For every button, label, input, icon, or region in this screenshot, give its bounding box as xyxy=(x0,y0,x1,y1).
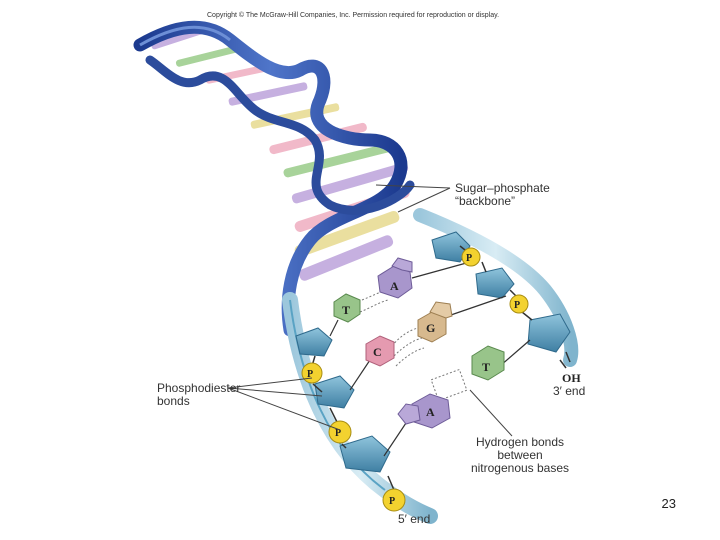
left-strand-sugars xyxy=(295,327,391,473)
label-phosphodiester-line1: Phosphodiester xyxy=(157,381,241,395)
right-strand-sugars xyxy=(431,231,571,353)
label-backbone-line1: Sugar–phosphate xyxy=(455,181,550,195)
copyright-notice: Copyright © The McGraw-Hill Companies, I… xyxy=(207,12,500,19)
base-label-a2: A xyxy=(426,405,435,419)
upper-helix-ribbon xyxy=(133,20,415,337)
phosphate-5: P xyxy=(382,488,406,512)
label-three-prime-end: 3′ end xyxy=(553,384,586,398)
label-hydrogen-bonds: Hydrogen bonds between nitrogenous bases xyxy=(462,436,578,475)
upper-helix-rungs xyxy=(151,25,410,281)
base-label-a1: A xyxy=(390,279,399,293)
base-connectors xyxy=(329,261,531,457)
page-number: 23 xyxy=(661,496,676,511)
label-hydrogen-line2: between xyxy=(497,448,543,462)
base-guanine: G xyxy=(417,301,453,343)
base-label-c: C xyxy=(373,345,382,359)
phosphate-label: P xyxy=(466,253,472,264)
phosphate-label: P xyxy=(389,496,395,507)
base-adenine-1: A xyxy=(377,257,413,299)
phosphate-3: P xyxy=(301,362,323,384)
base-label-t1: T xyxy=(342,303,350,317)
base-cytosine: C xyxy=(365,335,395,367)
base-label-t2: T xyxy=(482,360,490,374)
base-thymine-1: T xyxy=(333,293,361,323)
base-label-g: G xyxy=(426,321,435,335)
oh-label: OH xyxy=(562,371,581,385)
phosphate-label: P xyxy=(335,428,341,439)
base-adenine-2: A xyxy=(397,393,451,429)
phosphate-label: P xyxy=(307,369,313,380)
label-phosphodiester-line2: bonds xyxy=(157,394,190,408)
phosphate-1: P xyxy=(461,247,481,267)
leader-lines xyxy=(227,184,513,437)
phosphate-2: P xyxy=(509,294,529,314)
label-backbone: Sugar–phosphate “backbone” xyxy=(455,182,550,208)
label-phosphodiester: Phosphodiester bonds xyxy=(157,382,240,408)
base-thymine-2: T xyxy=(471,345,505,381)
label-hydrogen-line3: nitrogenous bases xyxy=(470,461,570,475)
label-hydrogen-line1: Hydrogen bonds xyxy=(475,435,565,449)
phosphate-label: P xyxy=(514,300,520,311)
phosphate-4: P xyxy=(328,420,352,444)
label-backbone-line2: “backbone” xyxy=(455,194,516,208)
hydroxyl-group: OH xyxy=(559,359,581,385)
label-five-prime-end: 5′ end xyxy=(398,512,431,526)
